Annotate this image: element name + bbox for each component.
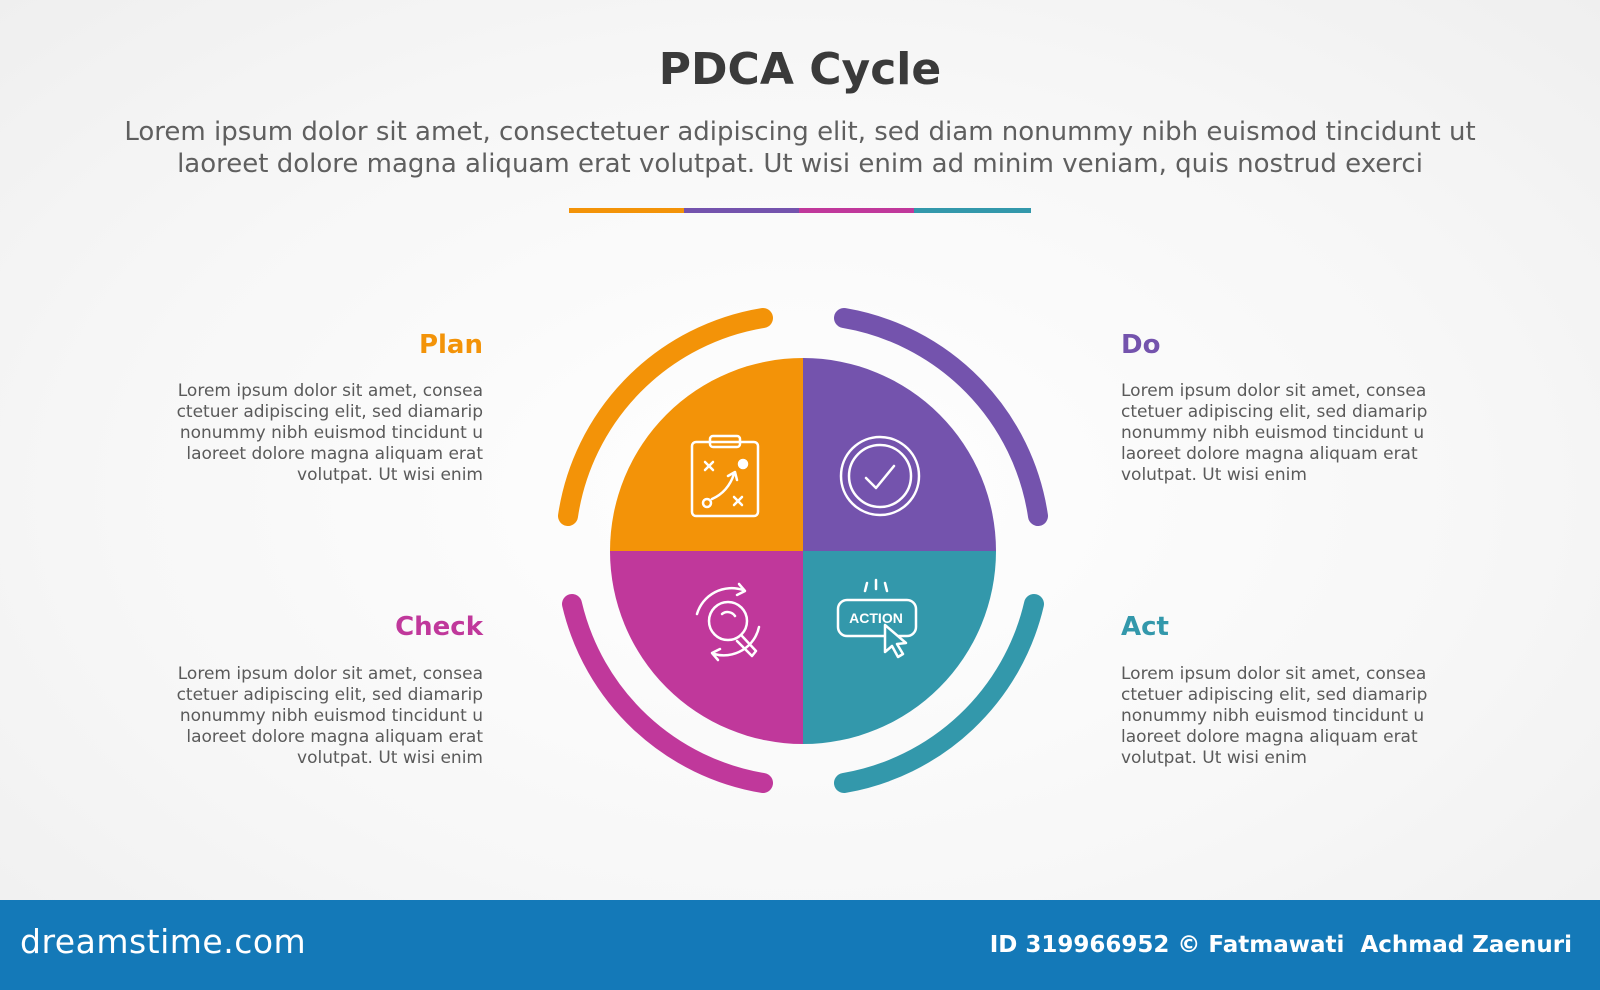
subtitle: Lorem ipsum dolor sit amet, consectetuer…	[110, 116, 1490, 180]
step-text-check: Lorem ipsum dolor sit amet, consea ctetu…	[163, 664, 483, 769]
step-title-do: Do	[1121, 330, 1161, 360]
step-title-plan: Plan	[418, 330, 483, 360]
quadrant-plan	[610, 358, 803, 551]
title-divider	[569, 208, 1031, 213]
page-title: PDCA Cycle	[658, 44, 942, 95]
step-text-line: ctetuer adipiscing elit, sed diamarip	[176, 685, 483, 705]
quadrant-check	[610, 551, 803, 744]
step-text-line: volutpat. Ut wisi enim	[1121, 748, 1307, 768]
action-label: ACTION	[849, 610, 903, 626]
step-text-line: Lorem ipsum dolor sit amet, consea	[1121, 381, 1427, 401]
step-text-line: laoreet dolore magna aliquam erat	[186, 444, 483, 464]
step-text-line: laoreet dolore magna aliquam erat	[1121, 727, 1418, 747]
step-text-line: laoreet dolore magna aliquam erat	[1121, 444, 1418, 464]
action-button-cursor-icon	[836, 578, 918, 659]
footer-brand[interactable]: dreamstime.com	[20, 922, 307, 961]
step-text-plan: Lorem ipsum dolor sit amet, consea ctetu…	[163, 381, 483, 486]
step-text-line: volutpat. Ut wisi enim	[1121, 465, 1307, 485]
divider-segment-do	[684, 208, 799, 213]
step-text-do: Lorem ipsum dolor sit amet, consea ctetu…	[1121, 381, 1441, 486]
footer-bar: dreamstime.com ID 319966952 © Fatmawati …	[0, 900, 1600, 990]
divider-segment-plan	[569, 208, 684, 213]
arc-act	[834, 594, 1044, 793]
arc-do	[834, 308, 1048, 526]
step-text-line: Lorem ipsum dolor sit amet, consea	[177, 381, 483, 401]
step-title-check: Check	[395, 612, 483, 642]
step-text-line: nonummy nibh euismod tincidunt u	[179, 706, 483, 726]
divider-segment-check	[799, 208, 914, 213]
step-text-line: ctetuer adipiscing elit, sed diamarip	[1121, 402, 1428, 422]
subtitle-line: Lorem ipsum dolor sit amet, consectetuer…	[124, 117, 1476, 147]
step-text-line: volutpat. Ut wisi enim	[297, 465, 483, 485]
divider-segment-act	[914, 208, 1031, 213]
clipboard-strategy-icon	[690, 434, 760, 518]
step-text-line: Lorem ipsum dolor sit amet, consea	[177, 664, 483, 684]
arc-plan	[558, 308, 773, 526]
step-text-line: nonummy nibh euismod tincidunt u	[179, 423, 483, 443]
magnifier-refresh-icon	[695, 582, 761, 662]
arc-check	[562, 594, 773, 793]
pdca-diagram: ACTION	[558, 308, 1048, 793]
step-text-line: nonummy nibh euismod tincidunt u	[1121, 423, 1425, 443]
step-text-line: laoreet dolore magna aliquam erat	[186, 727, 483, 747]
step-text-line: nonummy nibh euismod tincidunt u	[1121, 706, 1425, 726]
step-text-line: volutpat. Ut wisi enim	[297, 748, 483, 768]
step-title-act: Act	[1121, 612, 1169, 642]
footer-credit: ID 319966952 © Fatmawati Achmad Zaenuri	[989, 932, 1572, 958]
step-text-line: ctetuer adipiscing elit, sed diamarip	[176, 402, 483, 422]
step-text-line: Lorem ipsum dolor sit amet, consea	[1121, 664, 1427, 684]
step-text-line: ctetuer adipiscing elit, sed diamarip	[1121, 685, 1428, 705]
checkmark-circle-icon	[839, 435, 921, 517]
subtitle-line: laoreet dolore magna aliquam erat volutp…	[177, 149, 1423, 179]
step-text-act: Lorem ipsum dolor sit amet, consea ctetu…	[1121, 664, 1441, 769]
